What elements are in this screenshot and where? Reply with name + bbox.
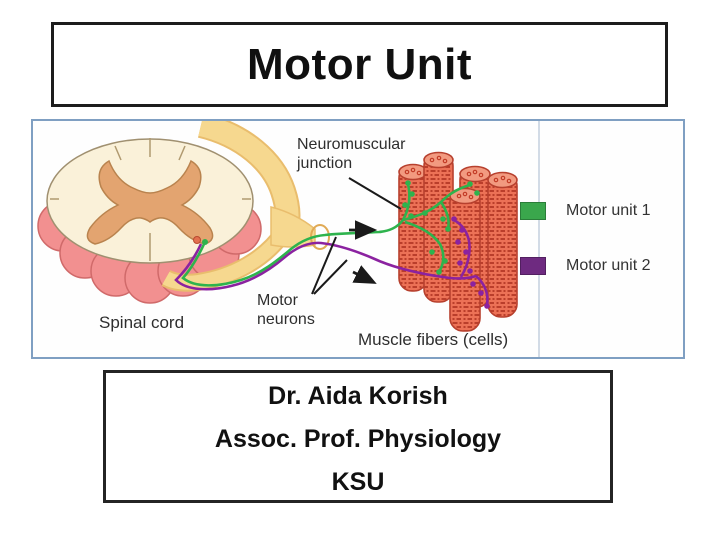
slide-title: Motor Unit: [247, 39, 472, 89]
motor-neurons-pointer-lines: [311, 236, 348, 295]
motor-neuron-purple: [174, 216, 490, 309]
purple-junction-boutons: [451, 216, 490, 309]
legend-item-motor-unit-1: Motor unit 1: [520, 202, 650, 220]
muscle-fibers: [398, 151, 518, 332]
label-spinal-cord: Spinal cord: [99, 313, 185, 332]
credit-institution: KSU: [331, 468, 385, 496]
label-neuromuscular-junction: Neuromuscular junction: [297, 136, 406, 172]
motor-unit-diagram-illustration: [37, 121, 540, 357]
credits-box: Dr. Aida Korish Assoc. Prof. Physiology …: [103, 370, 613, 503]
motor-neuron-green: [181, 180, 480, 287]
nerve-bundle: [161, 121, 330, 292]
credit-role: Assoc. Prof. Physiology: [214, 425, 502, 453]
green-neuron-soma: [202, 239, 208, 245]
label-muscle-fibers: Muscle fibers (cells): [358, 330, 509, 349]
green-junction-boutons: [402, 180, 480, 275]
label-motor-neurons: Motor neurons: [257, 292, 315, 328]
legend-label-motor-unit-2: Motor unit 2: [566, 257, 651, 274]
muscle-fiber: [423, 151, 454, 303]
muscle-fiber: [398, 163, 428, 292]
muscle-fiber: [449, 187, 481, 332]
legend-item-motor-unit-2: Motor unit 2: [520, 257, 650, 275]
gray-matter-butterfly: [86, 159, 214, 245]
title-box: Motor Unit: [51, 22, 668, 107]
motor-unit-1-swatch: [520, 202, 546, 220]
muscle-fiber: [487, 171, 518, 318]
neuron-soma-dot: [193, 236, 201, 244]
neuromuscular-junction-pointer-line: [348, 177, 402, 210]
spinal-cord-fissures: [50, 138, 251, 261]
arrow-to-motor-unit-2: [352, 265, 377, 284]
legend-label-motor-unit-1: Motor unit 1: [566, 202, 651, 219]
motor-unit-figure: Neuromuscular junction Spinal cord Motor…: [31, 119, 685, 359]
motor-unit-2-swatch: [520, 257, 546, 275]
credit-author: Dr. Aida Korish: [268, 382, 448, 410]
